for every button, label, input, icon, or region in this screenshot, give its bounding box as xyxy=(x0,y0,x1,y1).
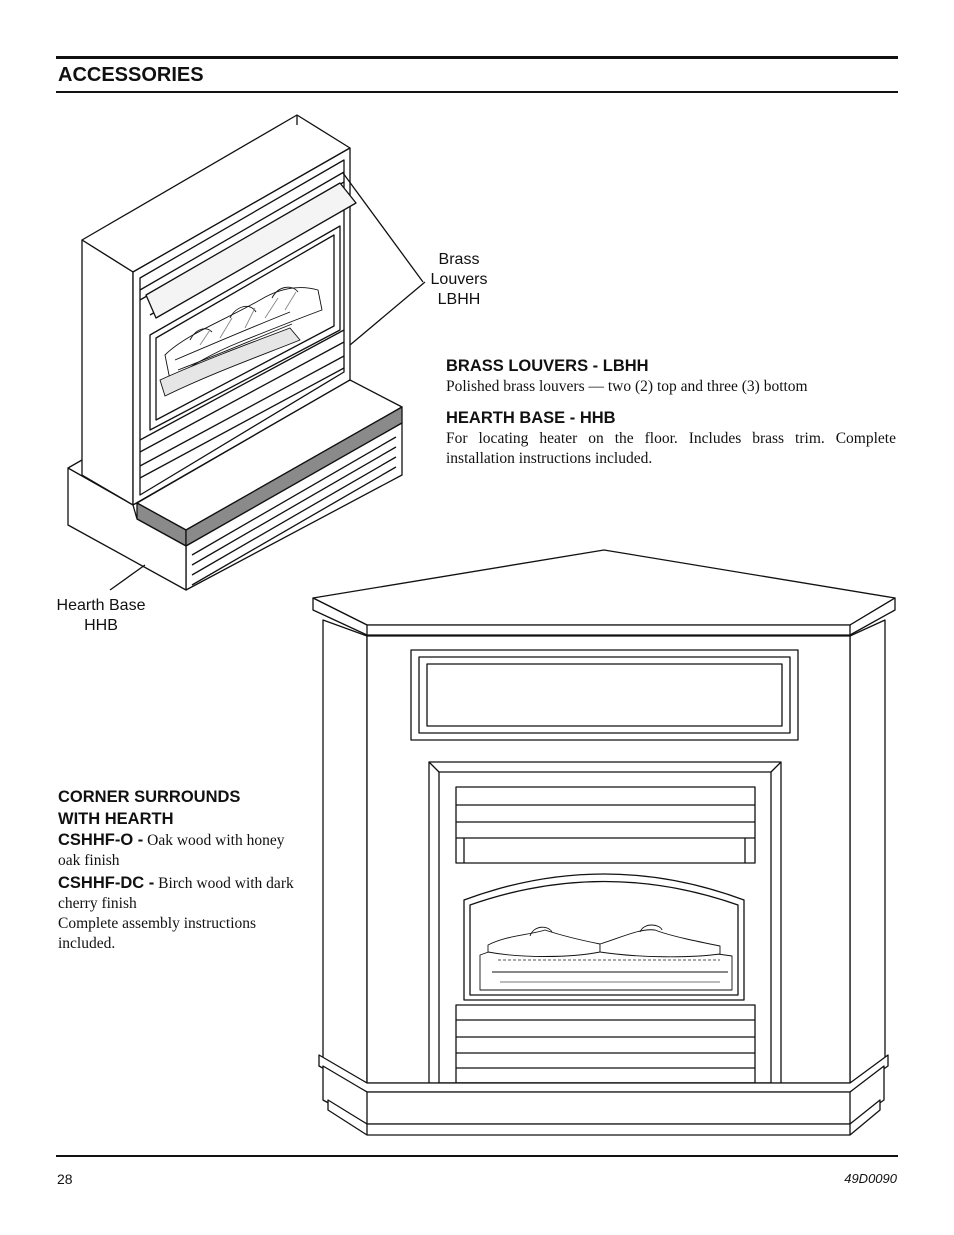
corner-surround-illustration xyxy=(312,549,896,1136)
section-heading: BRASS LOUVERS - LBHH xyxy=(446,357,649,375)
brass-louvers-callout: Brass Louvers LBHH xyxy=(420,250,498,310)
hearth-base-section: HEARTH BASE - HHB For locating heater on… xyxy=(446,407,896,469)
section-body: Polished brass louvers — two (2) top and… xyxy=(446,378,808,395)
top-rule xyxy=(56,56,898,59)
product-desc: Oak wood with honey oak finish xyxy=(58,832,285,869)
callout-line: Louvers xyxy=(430,271,488,288)
product-code: CSHHF-DC - xyxy=(58,874,155,892)
product-item: CSHHF-DC - Birch wood with dark cherry f… xyxy=(58,873,298,914)
document-code: 49D0090 xyxy=(844,1171,897,1186)
corner-surrounds-section: CORNER SURROUNDS WITH HEARTH CSHHF-O - O… xyxy=(58,786,298,954)
product-code: CSHHF-O - xyxy=(58,831,144,849)
callout-line: Brass xyxy=(438,251,480,268)
page-title: ACCESSORIES xyxy=(58,64,204,86)
section-heading: HEARTH BASE - HHB xyxy=(446,409,616,427)
section-heading: CORNER SURROUNDS xyxy=(58,788,241,806)
callout-line: Hearth Base xyxy=(56,597,146,614)
page-number: 28 xyxy=(57,1171,73,1187)
brass-louvers-section: BRASS LOUVERS - LBHH Polished brass louv… xyxy=(446,355,896,397)
section-body: For locating heater on the floor. Includ… xyxy=(446,430,896,467)
product-item: CSHHF-O - Oak wood with honey oak finish xyxy=(58,830,298,871)
heater-hearth-illustration xyxy=(67,114,426,591)
title-underline xyxy=(56,91,898,93)
footer-rule xyxy=(56,1155,898,1157)
product-desc: Birch wood with dark cherry finish xyxy=(58,875,294,912)
hearth-base-callout: Hearth Base HHB xyxy=(48,596,154,636)
callout-line: LBHH xyxy=(437,291,481,308)
callout-line: HHB xyxy=(84,617,118,634)
section-heading: WITH HEARTH xyxy=(58,810,174,828)
assembly-note: Complete assembly instructions included. xyxy=(58,915,257,952)
